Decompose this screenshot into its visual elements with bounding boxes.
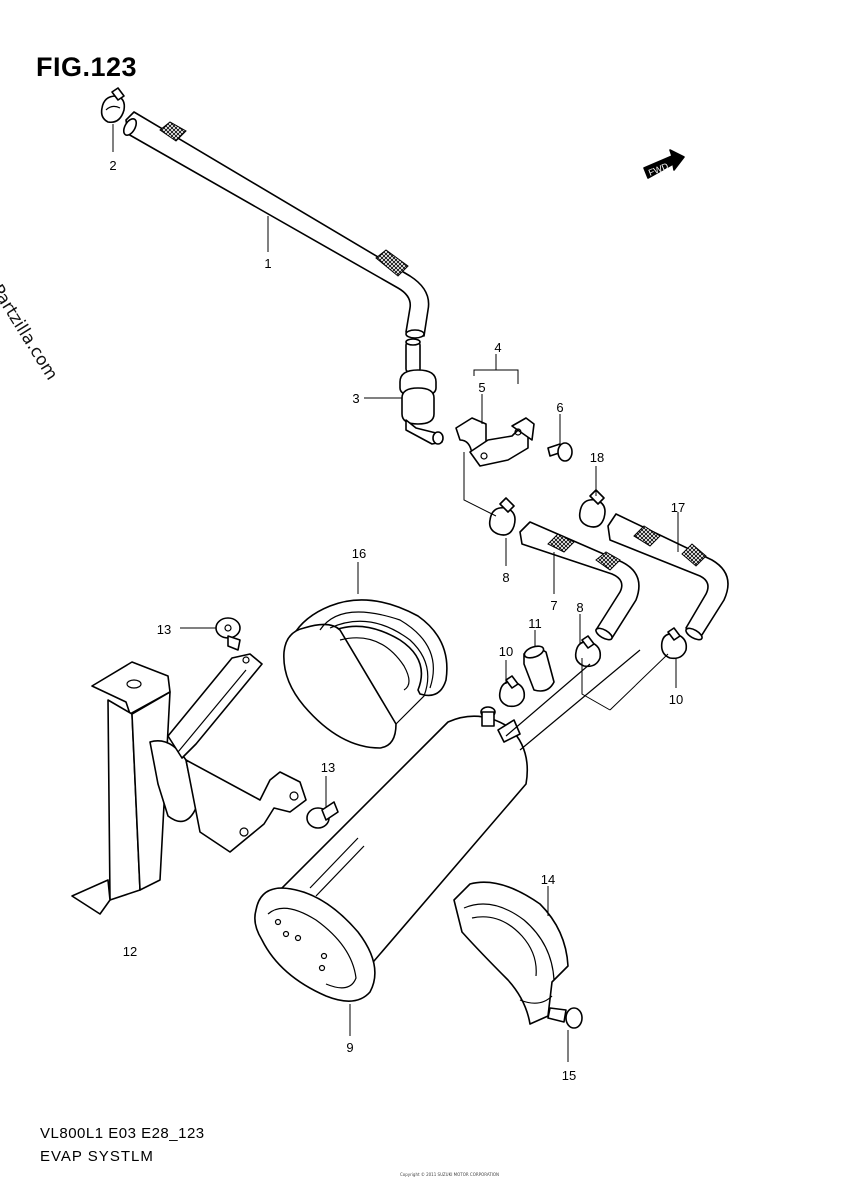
callout-1: 1 (264, 256, 271, 271)
callout-labels: 2 1 3 4 5 6 18 17 16 8 7 8 11 10 10 13 1… (109, 158, 685, 1083)
callout-15: 15 (562, 1068, 576, 1083)
figure-name: EVAP SYSTLM (40, 1148, 154, 1165)
part-12-bracket (71, 653, 307, 915)
part-14-band (453, 881, 569, 1025)
callout-8-lower: 8 (576, 600, 583, 615)
part-9-canister (254, 649, 641, 1002)
callout-3: 3 (352, 391, 359, 406)
fwd-label: FWD (647, 161, 670, 178)
part-8-clamp-upper (488, 497, 516, 536)
callout-7: 7 (550, 598, 557, 613)
part-13-bolt-lower (306, 801, 339, 829)
callout-8-upper: 8 (502, 570, 509, 585)
figure-title: FIG.123 (36, 52, 138, 82)
callout-11: 11 (528, 616, 542, 631)
part-11-hose (523, 645, 555, 692)
part-6-bolt (547, 442, 573, 462)
part-3-valve (399, 338, 444, 445)
callout-6: 6 (556, 400, 563, 415)
figure-code: VL800L1 E03 E28_123 (40, 1125, 205, 1142)
callout-18: 18 (590, 450, 604, 465)
callout-10-left: 10 (499, 644, 513, 659)
leader-lines (112, 124, 679, 1062)
fwd-arrow-icon: FWD (643, 149, 685, 179)
part-13-bolt-upper (215, 617, 241, 651)
part-2-clamp (100, 87, 126, 124)
part-18-clamp (578, 489, 606, 528)
part-1-hose (122, 111, 430, 339)
callout-13-upper: 13 (157, 622, 171, 637)
callout-16: 16 (352, 546, 366, 561)
callout-13-lower: 13 (321, 760, 335, 775)
part-8-clamp-lower (574, 635, 602, 668)
callout-17: 17 (671, 500, 685, 515)
part-16-band (283, 599, 448, 749)
part-7-hose (519, 521, 640, 641)
callout-2: 2 (109, 158, 116, 173)
part-15-bolt (547, 1007, 583, 1029)
part-17-hose (607, 513, 729, 641)
callout-9: 9 (346, 1040, 353, 1055)
callout-14: 14 (541, 872, 555, 887)
part-10-clamp-right (660, 627, 688, 660)
callout-4: 4 (494, 340, 501, 355)
part-10-clamp-left (498, 675, 526, 708)
callout-12: 12 (123, 944, 137, 959)
copyright-text: Copyright © 2011 SUZUKI MOTOR CORPORATIO… (400, 1172, 500, 1177)
part-4-bracket (455, 417, 535, 467)
callout-5: 5 (478, 380, 485, 395)
callout-10-right: 10 (669, 692, 683, 707)
